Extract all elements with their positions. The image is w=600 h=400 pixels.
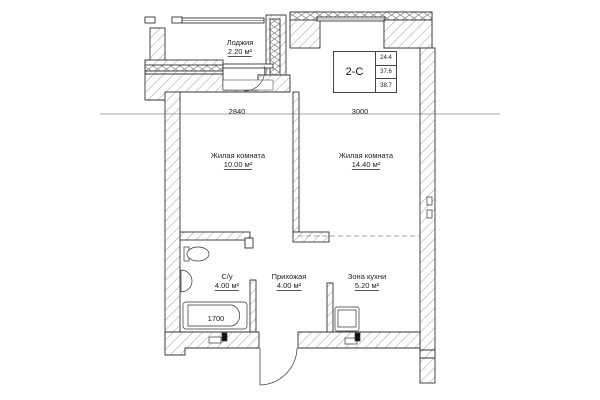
room-area: 4.00 м² — [276, 281, 302, 291]
toilet-icon — [183, 246, 210, 262]
bathtub-icon — [182, 301, 248, 330]
apartment-areas: 24.4 37.6 38.7 — [376, 52, 396, 92]
kitchen-sink-icon — [334, 306, 360, 332]
room-area: 5.20 м² — [354, 281, 380, 291]
area-total: 37.6 — [376, 66, 396, 80]
area-living: 24.4 — [376, 52, 396, 66]
room-area: 10.00 м² — [223, 160, 253, 170]
sink-icon — [180, 269, 193, 293]
room-bathroom: С/у 4.00 м² — [214, 272, 240, 291]
room-name: Жилая комната — [210, 151, 266, 160]
room-area: 14.40 м² — [351, 160, 381, 170]
room-living-2: Жилая комната 14.40 м² — [339, 151, 393, 170]
dimension-left-room: 2840 — [228, 107, 246, 116]
apartment-code: 2-C — [334, 52, 376, 92]
room-name: Прихожая — [271, 272, 307, 281]
room-loggia: Лоджия 2.20 м² — [226, 38, 254, 57]
room-area: 2.20 м² — [227, 47, 253, 57]
room-kitchen-zone: Зона кухни 5.20 м² — [348, 272, 386, 291]
entrance-door — [259, 347, 298, 386]
room-name: С/у — [221, 272, 233, 281]
room-area: 4.00 м² — [214, 281, 240, 291]
room-name: Жилая комната — [338, 151, 394, 160]
room-living-1: Жилая комната 10.00 м² — [211, 151, 265, 170]
dimension-lines — [100, 113, 500, 237]
room-hallway: Прихожая 4.00 м² — [271, 272, 307, 291]
apartment-info-box: 2-C 24.4 37.6 38.7 — [333, 51, 397, 93]
room-name: Лоджия — [226, 38, 254, 47]
utility-risers — [208, 196, 433, 345]
dimension-bathtub: 1700 — [207, 314, 225, 323]
balcony-door — [243, 65, 265, 92]
area-total-with-loggia: 38.7 — [380, 82, 392, 89]
room-name: Зона кухни — [347, 272, 387, 281]
dimension-right-room: 3000 — [351, 107, 369, 116]
